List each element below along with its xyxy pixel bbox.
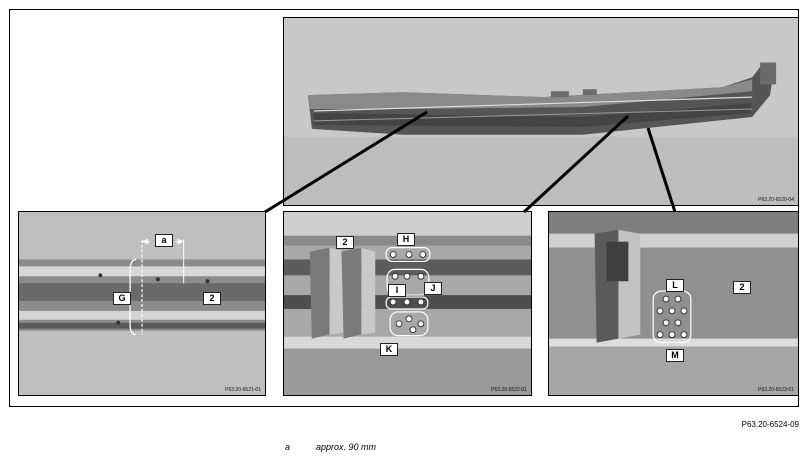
detail-photo-left: a G 2 P63.20-6521-01	[18, 211, 266, 396]
label-m: M	[666, 349, 684, 362]
photo-code: P63.20-6522-01	[491, 387, 527, 393]
photo-code: P63.20-6523-01	[758, 387, 794, 393]
overview-photo: P63.20-6520-04	[283, 17, 799, 206]
label-a: a	[155, 234, 173, 247]
label-2: 2	[203, 292, 221, 305]
label-k: K	[380, 343, 398, 356]
label-2: 2	[733, 281, 751, 294]
label-j: J	[424, 282, 442, 295]
label-l: L	[666, 279, 684, 292]
label-2: 2	[336, 236, 354, 249]
label-h: H	[397, 233, 415, 246]
figure-reference: P63.20-6524-09	[741, 420, 799, 429]
photo-code: P63.20-6521-01	[225, 387, 261, 393]
label-g: G	[113, 292, 131, 305]
legend-key: a	[285, 442, 291, 452]
legend: a approx. 90 mm	[285, 442, 376, 452]
legend-text: approx. 90 mm	[316, 442, 377, 452]
label-i: I	[388, 284, 406, 297]
detail-photo-right: L 2 M P63.20-6523-01	[548, 211, 799, 396]
detail-photo-center: 2 H I J K P63.20-6522-01	[283, 211, 532, 396]
photo-code: P63.20-6520-04	[758, 197, 794, 203]
